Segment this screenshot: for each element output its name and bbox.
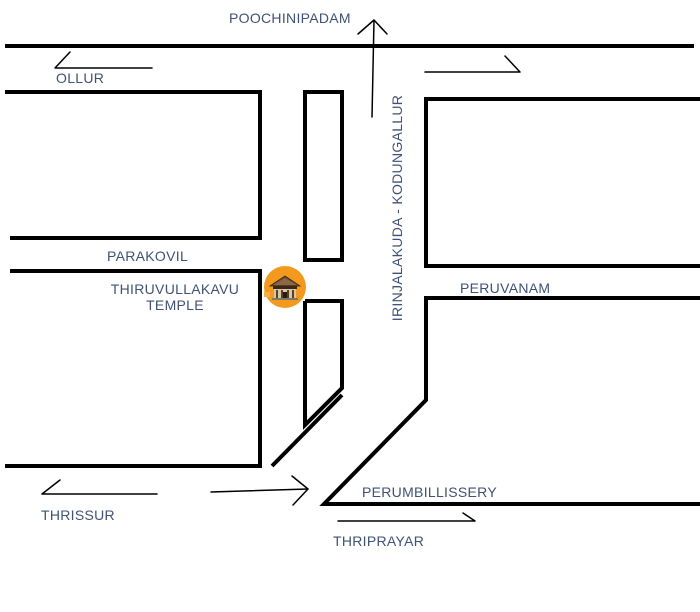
block-right-upper xyxy=(424,97,700,268)
label-ollur: OLLUR xyxy=(56,70,105,86)
block-left-lower xyxy=(5,269,262,468)
arrow-to-junction-head xyxy=(291,475,309,506)
label-parakovil: PARAKOVIL xyxy=(107,248,189,264)
arrow-poochinipadam-shaft xyxy=(371,19,375,118)
arrow-to-junction-shaft xyxy=(210,488,309,493)
block-left-upper xyxy=(5,90,262,240)
label-peruvanam: PERUVANAM xyxy=(460,280,551,296)
label-temple-line2: TEMPLE xyxy=(146,297,204,313)
median-upper xyxy=(303,90,344,262)
road-diagonal-left xyxy=(270,393,344,468)
block-right-lower xyxy=(319,296,700,506)
temple-icon xyxy=(264,266,306,308)
arrow-thriprayar xyxy=(337,512,476,522)
arrow-thrissur xyxy=(41,479,158,495)
arrow-top-right xyxy=(424,55,521,73)
label-temple-line1: THIRUVULLAKAVU xyxy=(110,281,240,297)
label-irinjalakuda: IRINJALAKUDA - KODUNGALLUR xyxy=(389,94,405,322)
label-thriprayar: THRIPRAYAR xyxy=(333,533,425,549)
label-thrissur: THRISSUR xyxy=(41,507,115,523)
arrow-poochinipadam-head xyxy=(357,19,388,35)
label-temple: THIRUVULLAKAVU TEMPLE xyxy=(100,281,250,313)
median-lower xyxy=(303,299,344,430)
label-poochinipadam: POOCHINIPADAM xyxy=(229,10,351,26)
label-perumbillissery: PERUMBILLISSERY xyxy=(362,484,497,500)
arrow-ollur xyxy=(54,51,153,69)
